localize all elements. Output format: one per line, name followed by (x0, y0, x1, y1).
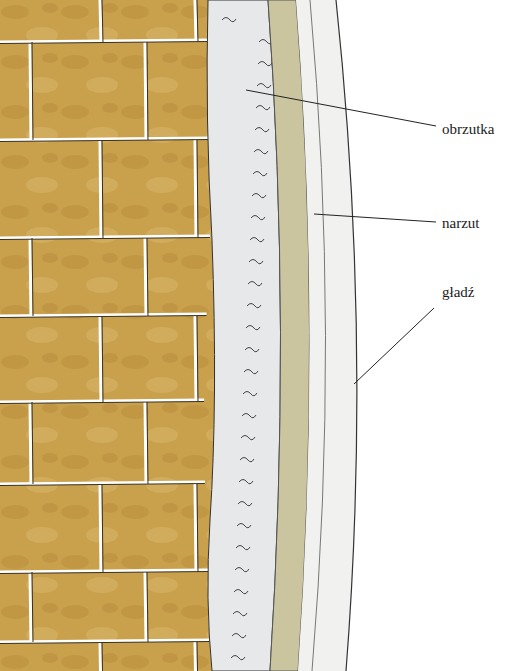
gladz-edge (336, 0, 357, 671)
obrzutka-layer (207, 0, 280, 671)
leader-line (354, 308, 434, 384)
brick-wall (0, 0, 215, 671)
leader-line (246, 90, 436, 126)
layer-label: narzut (442, 214, 479, 232)
obrzutka-texture (222, 18, 273, 660)
gladz-line (310, 0, 326, 671)
layer-label: gładź (442, 283, 474, 301)
leader-line (314, 214, 436, 222)
gladz-layer (296, 0, 357, 671)
layer-label: obrzutka (442, 120, 494, 138)
